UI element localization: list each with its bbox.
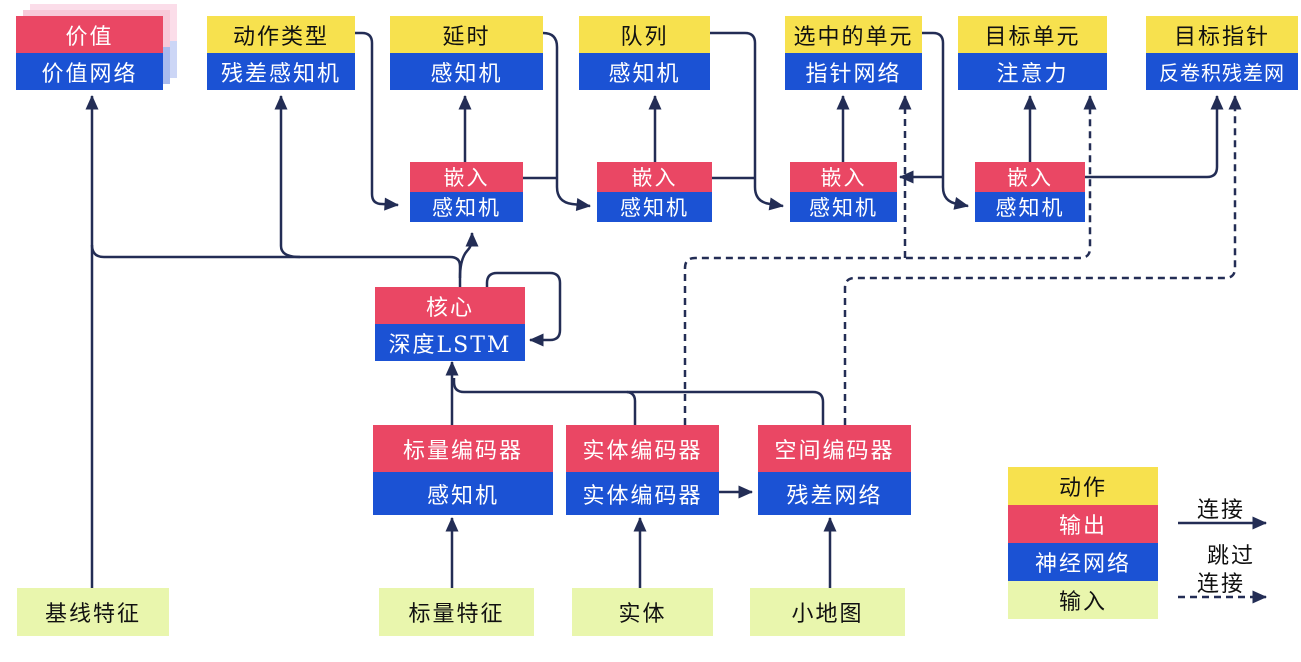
skip-connections xyxy=(683,95,1267,604)
node-delay-network: 感知机 xyxy=(390,53,543,90)
node-spatial-encoder: 空间编码器 残差网络 xyxy=(758,425,911,515)
node-scalar-features: 标量特征 xyxy=(379,588,534,636)
node-entities: 实体 xyxy=(572,588,713,636)
node-entity-encoder-output: 实体编码器 xyxy=(566,425,719,472)
node-embed-2-network: 感知机 xyxy=(597,192,712,222)
node-entity-encoder-network: 实体编码器 xyxy=(566,472,719,515)
arrow-core-self-loop xyxy=(485,271,562,347)
node-queue-action: 队列 xyxy=(579,16,710,53)
node-embed-1-output: 嵌入 xyxy=(410,162,523,192)
node-value-action: 价值 xyxy=(16,16,163,53)
line-core-output-bus xyxy=(90,244,462,287)
arrow-delay-to-embed2 xyxy=(542,31,591,211)
node-embed-4-network: 感知机 xyxy=(975,192,1085,222)
node-scalar-encoder: 标量编码器 感知机 xyxy=(373,425,553,515)
node-value-network: 价值网络 xyxy=(16,53,163,90)
legend-network: 神经网络 xyxy=(1008,543,1158,581)
node-action-type-action: 动作类型 xyxy=(207,16,355,53)
line-spatial-encoder-to-core xyxy=(452,378,825,425)
legend-output: 输出 xyxy=(1008,505,1158,543)
node-embed-1: 嵌入 感知机 xyxy=(410,162,523,222)
node-target-point: 目标指针 反卷积残差网 xyxy=(1146,16,1298,90)
node-selected-units-action: 选中的单元 xyxy=(785,16,922,53)
node-queue-network: 感知机 xyxy=(579,53,710,90)
node-embed-3-network: 感知机 xyxy=(790,192,897,222)
legend-input: 输入 xyxy=(1008,581,1158,619)
node-embed-1-network: 感知机 xyxy=(410,192,523,222)
node-embed-2: 嵌入 感知机 xyxy=(597,162,712,222)
node-queue: 队列 感知机 xyxy=(579,16,710,90)
node-core-network: 深度LSTM xyxy=(375,324,525,361)
node-baseline-features: 基线特征 xyxy=(17,588,169,636)
arrow-selected-units-to-embed4 xyxy=(922,31,969,210)
node-embed-4: 嵌入 感知机 xyxy=(975,162,1085,222)
legend-action: 动作 xyxy=(1008,467,1158,505)
arrow-action-type-to-embed1 xyxy=(355,31,399,211)
node-delay: 延时 感知机 xyxy=(390,16,543,90)
node-action-type: 动作类型 残差感知机 xyxy=(207,16,355,90)
skip-entity-to-target-unit xyxy=(683,95,1097,425)
skip-spatial-to-target-point xyxy=(843,95,1242,425)
node-embed-4-output: 嵌入 xyxy=(975,162,1085,192)
node-spatial-encoder-output: 空间编码器 xyxy=(758,425,911,472)
arrow-core-to-action-type xyxy=(274,95,301,259)
node-scalar-encoder-network: 感知机 xyxy=(373,472,553,515)
node-delay-action: 延时 xyxy=(390,16,543,53)
node-embed-2-output: 嵌入 xyxy=(597,162,712,192)
node-target-point-action: 目标指针 xyxy=(1146,16,1298,53)
node-core-output: 核心 xyxy=(375,287,525,324)
line-entity-encoder-to-core xyxy=(626,390,637,425)
arrow-queue-to-embed3 xyxy=(710,31,784,211)
node-value: 价值 价值网络 xyxy=(16,16,163,90)
legend-skip-label-line1: 跳过 xyxy=(1206,544,1255,569)
solid-connections xyxy=(85,31,1267,588)
node-target-unit: 目标单元 注意力 xyxy=(958,16,1107,90)
node-selected-units: 选中的单元 指针网络 xyxy=(785,16,922,90)
legend-connection-label: 连接 xyxy=(1196,498,1245,523)
node-scalar-encoder-output: 标量编码器 xyxy=(373,425,553,472)
node-action-type-network: 残差感知机 xyxy=(207,53,355,90)
node-minimap: 小地图 xyxy=(750,588,905,636)
arrow-core-to-embed1 xyxy=(458,232,479,279)
legend-color-key: 动作 输出 神经网络 输入 xyxy=(1008,467,1158,619)
node-entity-encoder: 实体编码器 实体编码器 xyxy=(566,425,719,515)
node-embed-3-output: 嵌入 xyxy=(790,162,897,192)
node-target-point-network: 反卷积残差网 xyxy=(1146,53,1298,90)
arrow-embed4-to-target-point xyxy=(1085,95,1224,179)
node-target-unit-action: 目标单元 xyxy=(958,16,1107,53)
node-target-unit-network: 注意力 xyxy=(958,53,1107,90)
legend-skip-label-line2: 连接 xyxy=(1196,572,1245,597)
node-core: 核心 深度LSTM xyxy=(375,287,525,361)
node-embed-3: 嵌入 感知机 xyxy=(790,162,897,222)
node-spatial-encoder-network: 残差网络 xyxy=(758,472,911,515)
node-selected-units-network: 指针网络 xyxy=(785,53,922,90)
